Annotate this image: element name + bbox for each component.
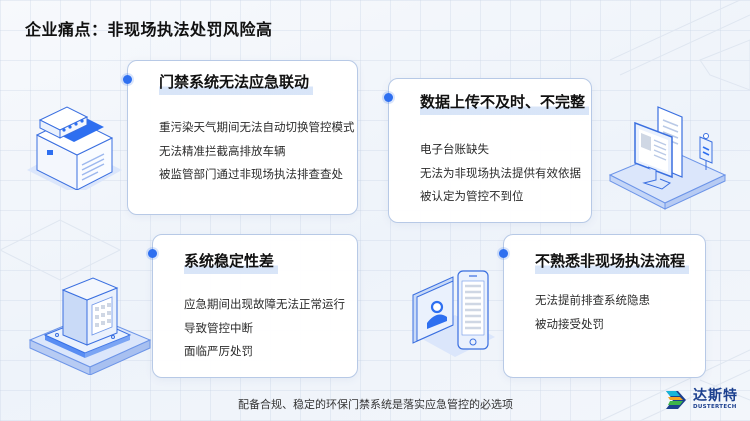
server-box-icon: [28, 277, 152, 375]
pain-point-card-process: 不熟悉非现场执法流程 无法提前排查系统隐患 被动接受处罚: [499, 234, 706, 378]
card-line: 无法提前排查系统隐患: [535, 293, 650, 307]
bullet-dot-icon: [123, 75, 132, 84]
card-lines: 重污染天气期间无法自动切换管控模式 无法精准拦截高排放车辆 被监管部门通过非现场…: [159, 116, 355, 187]
logo-arrow-icon: [666, 391, 686, 409]
card-title: 不熟悉非现场执法流程: [535, 250, 690, 274]
card-line: 无法精准拦截高排放车辆: [159, 143, 286, 158]
logo-name-en: DUSTERTECH: [693, 404, 737, 410]
card-line: 被认定为管控不到位: [420, 189, 524, 203]
logo-name-cn: 达斯特: [693, 388, 738, 404]
card-lines: 应急期间出现故障无法正常运行 导致管控中断 面临严厉处罚: [184, 293, 345, 364]
card-line: 面临严厉处罚: [184, 344, 253, 358]
pain-point-card-stability: 系统稳定性差 应急期间出现故障无法正常运行 导致管控中断 面临严厉处罚: [148, 234, 358, 378]
bullet-dot-icon: [499, 249, 508, 258]
card-line: 导致管控中断: [184, 320, 253, 335]
phone-profile-icon: [412, 270, 495, 357]
bullet-dot-icon: [148, 249, 157, 258]
gate-machine-icon: [27, 106, 122, 190]
card-line: 重污染天气期间无法自动切换管控模式: [159, 120, 355, 134]
card-line: 被动接受处罚: [535, 316, 604, 331]
card-title: 门禁系统无法应急联动: [159, 71, 314, 95]
card-line: 被监管部门通过非现场执法排查查处: [159, 167, 343, 181]
card-line: 应急期间出现故障无法正常运行: [184, 297, 345, 311]
page-title: 企业痛点：非现场执法处罚风险高: [25, 20, 273, 39]
footer-caption: 配备合规、稳定的环保门禁系统是落实应急管控的必选项: [238, 398, 513, 411]
pain-point-card-gate-linkage: 门禁系统无法应急联动 重污染天气期间无法自动切换管控模式 无法精准拦截高排放车辆…: [123, 60, 358, 215]
computer-documents-icon: [608, 106, 727, 210]
card-lines: 电子台账缺失 无法为非现场执法提供有效依据 被认定为管控不到位: [420, 138, 581, 209]
company-logo: 达斯特 DUSTERTECH: [664, 385, 746, 415]
pain-point-card-data-upload: 数据上传不及时、不完整 电子台账缺失 无法为非现场执法提供有效依据 被认定为管控…: [384, 78, 592, 223]
bullet-dot-icon: [384, 93, 393, 102]
card-title: 系统稳定性差: [184, 250, 279, 274]
card-lines: 无法提前排查系统隐患 被动接受处罚: [535, 289, 650, 336]
card-title: 数据上传不及时、不完整: [420, 91, 590, 115]
card-line: 无法为非现场执法提供有效依据: [420, 165, 581, 180]
card-line: 电子台账缺失: [420, 142, 489, 156]
